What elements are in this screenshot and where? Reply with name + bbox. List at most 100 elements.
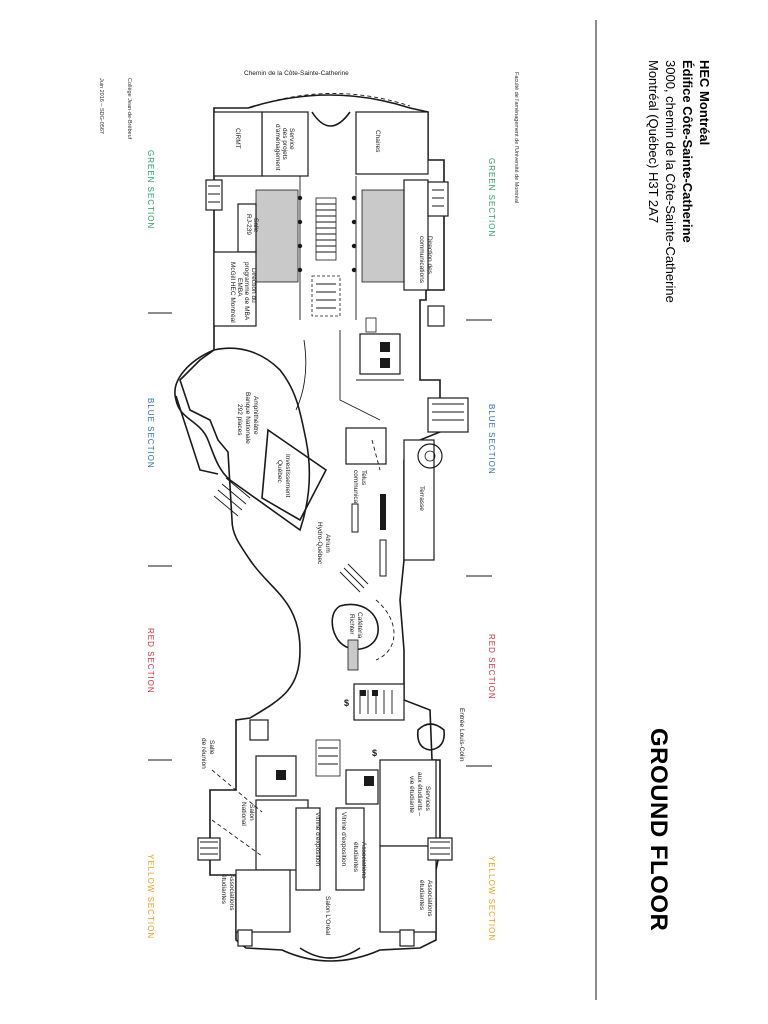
label-service-projets-1: Service: [288, 128, 295, 150]
bench-3: [351, 503, 359, 533]
green-section-rooms: Chaires Service des projets d'aménagemen…: [213, 111, 433, 327]
neighbour-bottom-label: Collège Jean-de-Brébeuf: [126, 78, 132, 140]
label-cafeteria-1: Cafétéria: [356, 612, 363, 639]
section-labels: GREEN SECTION GREEN SECTION BLUE SECTION…: [146, 150, 496, 941]
counter-red: [347, 639, 359, 671]
label-salon-national-1: Salon: [248, 804, 255, 821]
header-block: HEC Montréal Édifice Côte-Sainte-Catheri…: [595, 20, 712, 1000]
label-vitrine-1: Vitrine d'exposition: [340, 812, 347, 867]
interior-walls: [295, 176, 404, 421]
restroom-block-8: [399, 929, 415, 947]
south-entrance-arch: [299, 947, 361, 959]
label-salle-rj-1: Salle: [252, 218, 259, 233]
label-mba-4: McGill HEC Montréal: [229, 262, 236, 323]
label-service-projets-3: d'aménagement: [274, 124, 281, 171]
room-direction-mba: [213, 251, 257, 327]
elevator-icon: [380, 342, 390, 352]
restroom-block-6: [427, 837, 453, 861]
circular-stair: [417, 443, 443, 469]
label-service-projets-2: des projets: [281, 128, 288, 161]
label-atrium-1: Atrium: [324, 534, 331, 553]
label-amphi-3: 292 places: [236, 404, 243, 436]
shaded-area-comm: [361, 189, 405, 283]
room-direction-comm: [403, 179, 429, 291]
date-code: Juin 2016 – SDG-0567: [98, 78, 104, 134]
label-vitrine-2: Vitrine d'exposition: [314, 812, 321, 867]
label-assoc-1b: étudiantes: [352, 842, 359, 873]
label-assoc-3b: étudiantes: [220, 874, 227, 905]
amphi-side-wall: [175, 395, 219, 475]
label-assoc-1a: Associations: [360, 842, 367, 879]
building-outline: [179, 93, 445, 962]
red-section-label-left: RED SECTION: [146, 628, 155, 694]
yellow-section-rooms: Entrée Louis-Colin $ Services aux étudia…: [197, 708, 465, 959]
label-salle-rj-2: RJ-239: [245, 214, 252, 235]
room-vitrine-2: [295, 807, 321, 891]
section-dividers: [148, 312, 492, 767]
room-invest-quebec: [261, 428, 328, 522]
label-entree: Entrée Louis-Colin: [458, 708, 465, 762]
elevator-icon-2: [380, 358, 390, 368]
blue-section-label-right: BLUE SECTION: [487, 404, 496, 475]
label-mba-3: EMBA: [236, 278, 243, 297]
label-services-2: aux étudiants –: [416, 772, 423, 816]
label-salon-loreal: Salon L'Oréal: [324, 896, 331, 936]
shaded-area-mba: [255, 189, 299, 283]
room-service-projets: [261, 111, 309, 177]
street-label: Chemin de la Côte-Sainte-Catherine: [244, 70, 349, 77]
restroom-block-2: [427, 305, 445, 327]
bench-1: [380, 494, 386, 530]
label-atrium-2: Hydro-Québec: [316, 522, 323, 565]
label-reunion-1: Salle: [208, 740, 215, 755]
label-terrasse: Terrasse: [418, 486, 425, 511]
restroom-block-1: [427, 181, 449, 217]
address-line-1: 3000, chemin de la Côte-Sainte-Catherine: [663, 60, 678, 303]
stairs-green: [311, 197, 341, 317]
room-assoc-3: [235, 869, 291, 933]
label-telus-2: communications: [352, 470, 359, 518]
green-section-label-left: GREEN SECTION: [146, 150, 155, 229]
info-icon: [365, 317, 377, 333]
label-services-1: Services: [424, 786, 431, 812]
label-telus-1: Telus: [360, 470, 367, 486]
room-telus: [345, 427, 387, 465]
restroom-block-3: [427, 397, 469, 433]
building-name: Édifice Côte-Sainte-Catherine: [680, 60, 695, 243]
neighbour-top-label: Faculté de l'aménagement de l'Université…: [513, 72, 519, 203]
dining-block: [353, 683, 405, 721]
label-assoc-2a: Associations: [426, 880, 433, 917]
elevator-icon-3: [364, 776, 374, 786]
room-services-etudiants: [379, 759, 437, 847]
room-cirmt: [213, 111, 263, 177]
restroom-block-9: [249, 719, 269, 741]
address-line-2: Montréal (Québec) H3T 2A7: [646, 60, 661, 223]
elevator-icon-4: [276, 770, 286, 780]
room-cafeteria: [331, 603, 379, 650]
label-direction-comm-2: communications: [418, 236, 425, 284]
room-assoc-2: [379, 845, 437, 933]
restroom-block-7: [237, 929, 253, 947]
atm-icon: $: [344, 698, 349, 708]
label-services-3: vie étudiante: [408, 776, 415, 813]
label-cirmt: CIRMT: [234, 128, 241, 149]
red-section-rooms: Cafétéria Richter $: [331, 563, 405, 721]
blue-section-label-left: BLUE SECTION: [146, 398, 155, 469]
restroom-block-5: [197, 837, 221, 861]
green-section-label-right: GREEN SECTION: [487, 158, 496, 237]
label-amphi-2: Banque Nationale: [244, 392, 251, 444]
label-cafeteria-2: Richter: [348, 614, 355, 635]
label-assoc-3a: Associations: [228, 874, 235, 911]
bench-2: [379, 539, 387, 577]
entrance-louis-colin: [416, 723, 446, 751]
service-blocks: [205, 179, 469, 433]
red-section-label-right: RED SECTION: [487, 634, 496, 700]
stairs-yellow: [315, 739, 341, 777]
label-assoc-2b: étudiantes: [418, 880, 425, 911]
yellow-section-label-right: YELLOW SECTION: [487, 856, 496, 941]
label-direction-comm-1: Direction des: [426, 236, 433, 275]
floor-title: GROUND FLOOR: [645, 728, 672, 931]
restroom-block-4: [205, 179, 223, 211]
blue-section-rooms: Amphithéâtre Banque Nationale 292 places…: [174, 347, 443, 577]
label-invest-1: Investissement: [284, 454, 291, 498]
